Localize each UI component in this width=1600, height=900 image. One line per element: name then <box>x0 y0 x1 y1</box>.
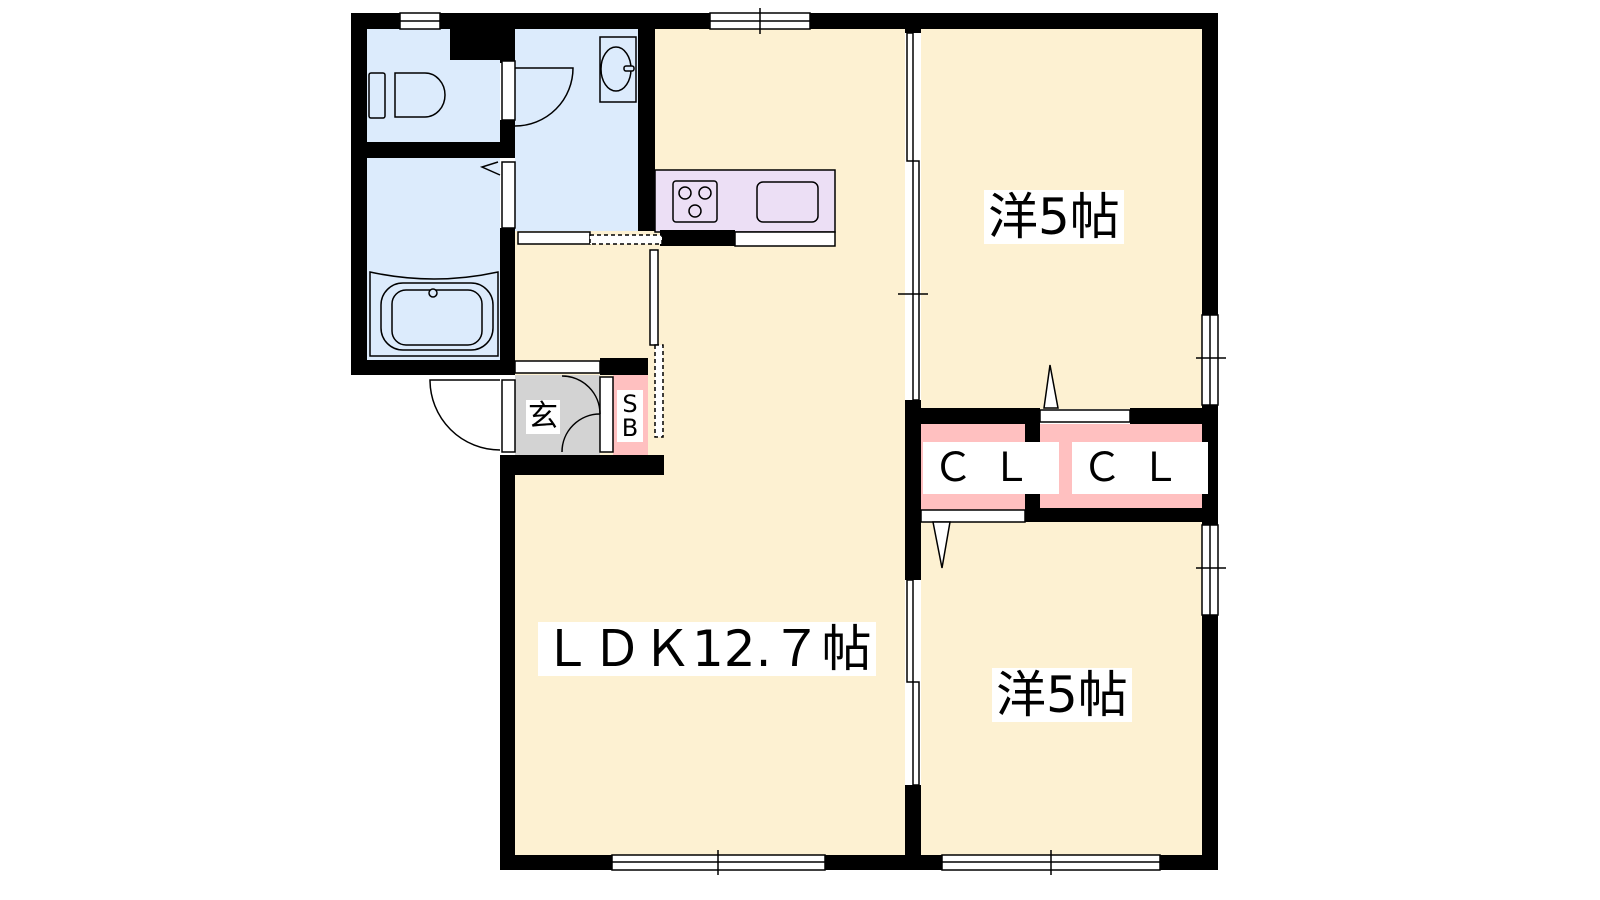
toilet-icon <box>368 72 446 119</box>
sink-icon <box>756 181 819 223</box>
closet-1-label: ＣＬ <box>923 442 1059 494</box>
western-room-2-label: 洋5帖 <box>992 668 1132 722</box>
western-room-1-label: 洋5帖 <box>984 190 1124 244</box>
windows <box>399 8 1226 875</box>
stove-icon <box>672 180 718 223</box>
entrance-label: 玄 <box>526 399 560 434</box>
sliding-doors <box>501 32 1131 786</box>
door-swings <box>429 67 1059 569</box>
washbasin-icon <box>599 36 637 103</box>
shoe-box-label: SB <box>617 390 643 442</box>
closet-2-label: ＣＬ <box>1072 442 1208 494</box>
ldk-label: ＬＤＫ12.７帖 <box>538 622 876 676</box>
bathtub-icon <box>369 271 499 357</box>
